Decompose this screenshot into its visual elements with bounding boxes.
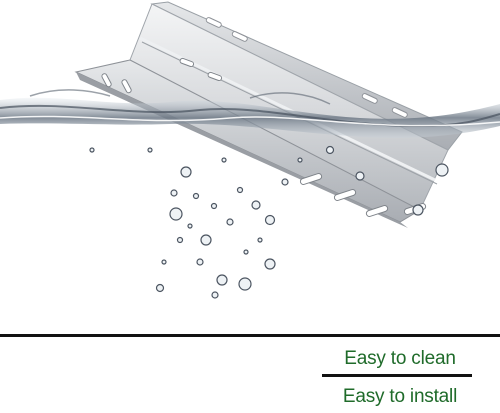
feature-easy-clean: Easy to clean <box>344 348 456 369</box>
water-droplets <box>89 145 449 299</box>
feature-easy-install: Easy to install <box>342 386 458 407</box>
divider-line <box>0 334 500 337</box>
feature-separator <box>322 374 472 377</box>
product-illustration <box>0 1 500 299</box>
water-splash <box>0 89 500 138</box>
